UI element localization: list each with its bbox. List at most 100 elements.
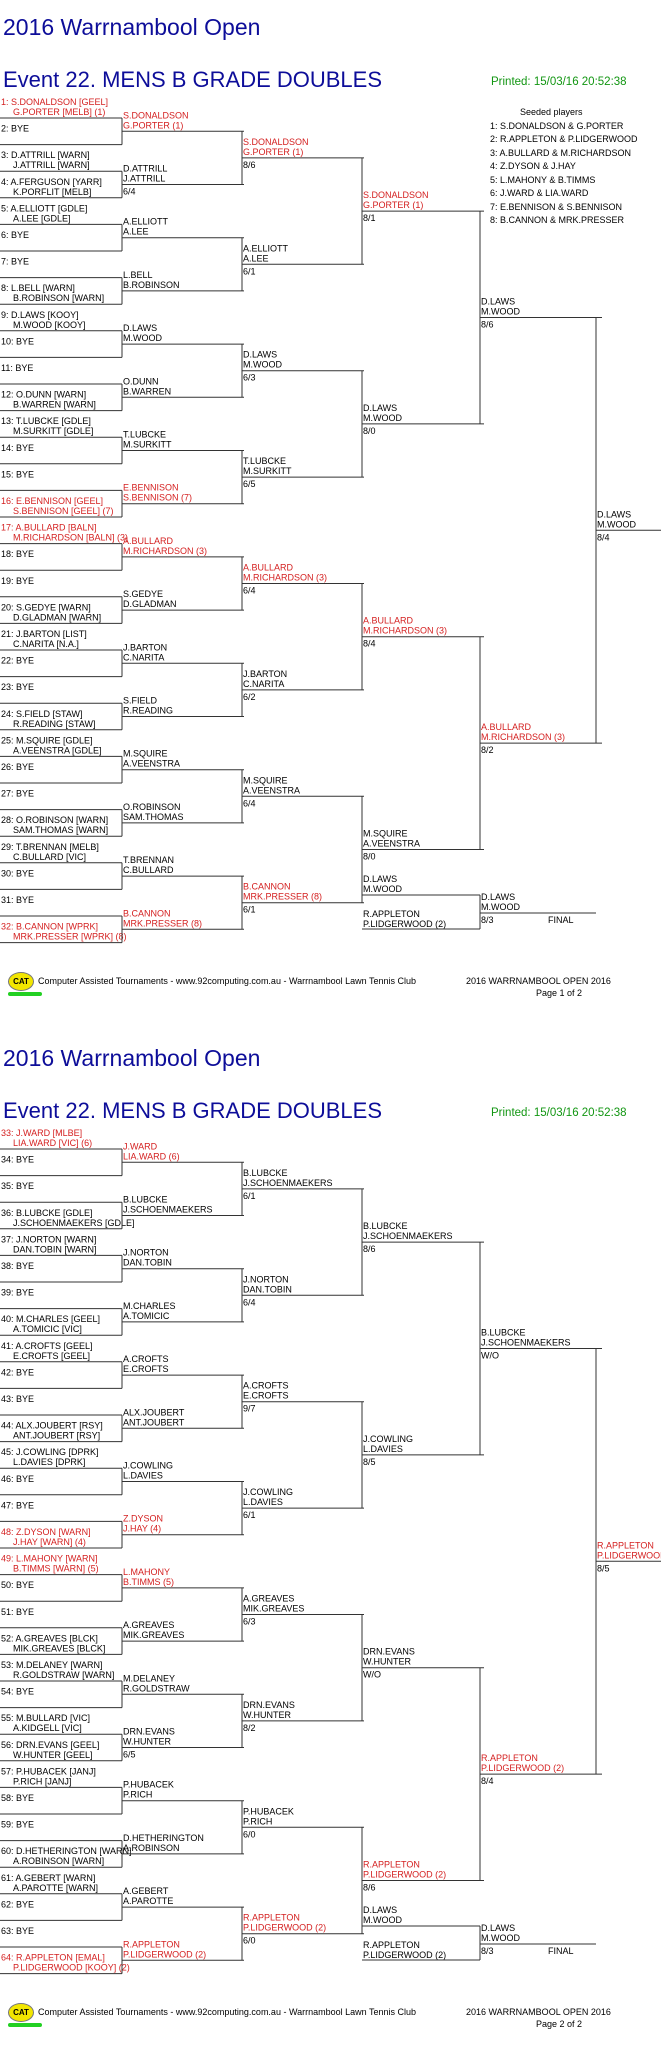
footer-credit: Computer Assisted Tournaments - www.92co… [38,2007,417,2017]
finalist-name: P.LIDGERWOOD (2) [363,919,446,929]
entry-name: 63: BYE [1,1926,34,1936]
winner-name: J.COWLING [243,1487,293,1497]
winner-name: A.VEENSTRA [243,785,300,795]
winner-name: J.ATTRILL [123,174,165,184]
winner-name: P.LIDGERWOOD (2) [481,1763,564,1773]
match-score: 6/1 [243,905,256,915]
winner-name: M.WOOD [123,333,162,343]
entry-name: J.ATTRILL [WARN] [13,160,90,170]
page-footer: CAT Computer Assisted Tournaments - www.… [8,1999,658,2029]
entry-name: 7: BYE [1,257,29,267]
winner-name: A.BULLARD [243,563,294,573]
match-score: 6/1 [243,1191,256,1201]
winner-name: A.VEENSTRA [363,839,420,849]
cat-logo: CAT [8,2003,34,2022]
tournament-title: 2016 Warrnambool Open [3,1045,261,1071]
winner-name: M.SQUIRE [243,775,288,785]
winner-name: C.NARITA [243,679,284,689]
match-score: 8/6 [363,1883,376,1893]
finalist-name: R.APPLETON [363,1940,420,1950]
page-footer: CAT Computer Assisted Tournaments - www.… [8,968,658,998]
winner-name: J.NORTON [123,1248,169,1258]
entry-name: 14: BYE [1,443,34,453]
entry-name: MRK.PRESSER [WPRK] (8) [13,932,127,942]
final-label: FINAL [548,915,574,925]
winner-name: O.DUNN [123,376,159,386]
winner-name: B.LUBCKE [243,1168,288,1178]
entry-name: 46: BYE [1,1474,34,1484]
entry-name: 64: R.APPLETON [EMAL] [1,1953,105,1963]
entry-name: 53: M.DELANEY [WARN] [1,1660,103,1670]
winner-name: L.MAHONY [123,1567,170,1577]
match-score: 8/4 [597,532,610,542]
winner-name: W.HUNTER [123,1737,171,1747]
seeded-title: Seeded players [520,107,583,117]
match-score: 6/4 [243,586,256,596]
finalist-name: D.LAWS [363,1905,397,1915]
winner-name: P.RICH [123,1790,152,1800]
entry-name: 22: BYE [1,656,34,666]
winner-name: G.PORTER (1) [363,200,423,210]
entry-name: 17: A.BULLARD [BALN] [1,523,97,533]
entry-name: 42: BYE [1,1367,34,1377]
winner-name: E.CROFTS [243,1391,289,1401]
winner-name: P.HUBACEK [243,1806,294,1816]
entry-name: 60: D.HETHERINGTON [WARN] [1,1846,132,1856]
entry-name: LIA.WARD [VIC] (6) [13,1138,92,1148]
entry-name: 6: BYE [1,230,29,240]
entry-name: 48: Z.DYSON [WARN] [1,1527,91,1537]
champion-name: D.LAWS [481,892,515,902]
seeded-player: 1: S.DONALDSON & G.PORTER [490,120,624,131]
match-score: 8/6 [481,320,494,330]
winner-name: R.APPLETON [123,1939,180,1949]
entry-name: J.HAY [WARN] (4) [13,1537,86,1547]
match-score: 6/0 [243,1829,256,1839]
winner-name: D.HETHERINGTON [123,1833,204,1843]
winner-name: R.APPLETON [597,1540,654,1550]
entry-name: B.WARREN [WARN] [13,400,96,410]
winner-name: R.READING [123,706,173,716]
winner-name: P.LIDGERWOOD (2) [243,1923,326,1933]
winner-name: S.DONALDSON [123,110,189,120]
winner-name: B.LUBCKE [363,1221,408,1231]
winner-name: L.BELL [123,270,153,280]
winner-name: DRN.EVANS [243,1700,295,1710]
winner-name: M.WOOD [597,519,636,529]
winner-name: M.RICHARDSON (3) [123,546,207,556]
event-title: Event 22. MENS B GRADE DOUBLES [3,1098,383,1123]
finalist-name: R.APPLETON [363,909,420,919]
winner-name: MRK.PRESSER (8) [243,892,322,902]
winner-name: D.LAWS [597,509,631,519]
match-score: 8/5 [597,1563,610,1573]
winner-name: A.GREAVES [243,1594,294,1604]
winner-name: B.CANNON [243,882,291,892]
seeded-player: 2: R.APPLETON & P.LIDGERWOOD [490,134,638,144]
entry-name: 47: BYE [1,1500,34,1510]
footer-credit: Computer Assisted Tournaments - www.92co… [38,976,417,986]
winner-name: B.LUBCKE [123,1195,168,1205]
winner-name: J.BARTON [243,669,287,679]
match-score: 8/4 [481,1776,494,1786]
entry-name: DAN.TOBIN [WARN] [13,1244,97,1254]
winner-name: D.GLADMAN [123,599,177,609]
entry-name: 16: E.BENNISON [GEEL] [1,496,103,506]
winner-name: J.COWLING [123,1461,173,1471]
draw-bracket: 1: S.DONALDSON [GEEL]G.PORTER [MELB] (1)… [0,97,661,944]
winner-name: A.CROFTS [123,1354,169,1364]
match-score: 6/4 [243,798,256,808]
winner-name: J.SCHOENMAEKERS [481,1338,571,1348]
winner-name: B.WARREN [123,386,171,396]
entry-name: 41: A.CROFTS [GEEL] [1,1341,93,1351]
entry-name: 25: M.SQUIRE [GDLE] [1,735,93,745]
winner-name: M.WOOD [363,413,402,423]
winner-name: M.SQUIRE [363,829,408,839]
entry-name: 43: BYE [1,1394,34,1404]
winner-name: M.SQUIRE [123,749,168,759]
entry-name: E.CROFTS [GEEL] [13,1351,90,1361]
entry-name: 20: S.GEDYE [WARN] [1,602,91,612]
final-label: FINAL [548,1946,574,1956]
entry-name: 59: BYE [1,1820,34,1830]
draw-page-1: 2016 Warrnambool Open Event 22. MENS B G… [0,0,661,1031]
entry-name: K.PORFLIT [MELB] [13,187,91,197]
winner-name: A.LEE [123,227,149,237]
